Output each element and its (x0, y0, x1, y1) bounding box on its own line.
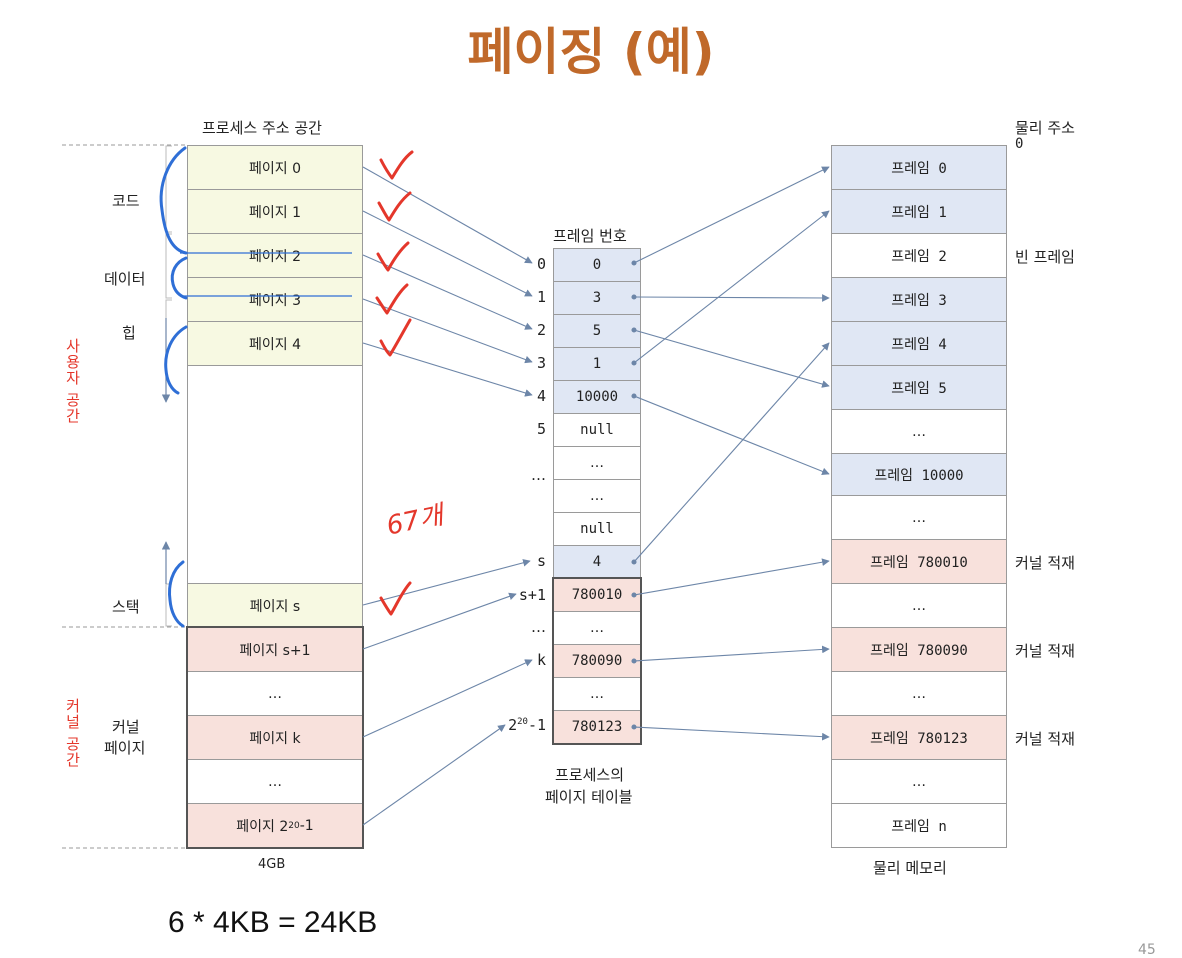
kernel-pages-label-1: 커널 (112, 718, 140, 736)
pt-entry: … (553, 446, 641, 480)
pt-index: 3 (536, 354, 546, 372)
address-space-size: 4GB (258, 857, 286, 872)
pt-entry: null (553, 413, 641, 447)
frame: 프레임 780123 (831, 715, 1007, 760)
pt-index: 4 (536, 387, 546, 405)
dashed-guides (62, 144, 187, 849)
page-to-table-arrows (362, 166, 533, 826)
page-1: 페이지 1 (187, 189, 363, 234)
kernel-loaded-label: 커널 적재 (1015, 554, 1075, 572)
user-space-label: 사 용 자 공 간 (64, 338, 82, 424)
pt-entry: 10000 (553, 380, 641, 414)
pt-index-last-sup: 20 (517, 717, 528, 727)
stack-label: 스택 (112, 598, 140, 616)
blue-braces (159, 146, 188, 628)
kernel-space-char: 공 (66, 735, 80, 753)
frame: 프레임 2 (831, 233, 1007, 278)
kernel-loaded-label: 커널 적재 (1015, 730, 1075, 748)
kernel-pages-label-2: 페이지 (104, 739, 146, 757)
process-space-header: 프로세스 주소 공간 (202, 119, 322, 137)
frame: … (831, 495, 1007, 540)
frame: 프레임 0 (831, 145, 1007, 190)
frame: 프레임 4 (831, 321, 1007, 366)
table-to-frame-arrows (631, 166, 830, 741)
pt-index: … (531, 466, 546, 484)
page-k: 페이지 k (187, 715, 363, 760)
kernel-space-char: 널 (66, 713, 80, 731)
frame: 프레임 10000 (831, 453, 1007, 496)
page-table-caption-1: 프로세스의 (555, 766, 625, 784)
heap-label: 힙 (122, 324, 136, 342)
empty-frame-label: 빈 프레임 (1015, 248, 1075, 266)
physical-memory-caption: 물리 메모리 (873, 859, 947, 877)
user-space-char: 용 (66, 353, 80, 371)
slide-number: 45 (1138, 942, 1156, 958)
pt-entry: 3 (553, 281, 641, 315)
kernel-space-label: 커 널 공 간 (64, 698, 82, 768)
kernel-loaded-label: 커널 적재 (1015, 642, 1075, 660)
frame-number-header: 프레임 번호 (553, 227, 627, 245)
frame: … (831, 759, 1007, 804)
pt-entry: … (553, 479, 641, 513)
pt-index: 5 (536, 420, 546, 438)
page-s-plus-1: 페이지 s+1 (187, 627, 363, 672)
footnote-calculation: 6 * 4KB = 24KB (168, 906, 378, 939)
user-space-char: 자 (66, 369, 80, 387)
kernel-space-char: 커 (66, 697, 80, 715)
unused-address-space (187, 365, 363, 584)
page-title: 페이징 (예) (467, 23, 715, 81)
frame: … (831, 409, 1007, 454)
data-label: 데이터 (104, 270, 146, 288)
pt-index-last: 220-1 (496, 716, 546, 734)
page-0: 페이지 0 (187, 145, 363, 190)
pt-entry: 0 (553, 248, 641, 282)
physical-address-zero: 0 (1015, 136, 1024, 152)
page-ellipsis: … (187, 671, 363, 716)
page-s: 페이지 s (187, 583, 363, 628)
frame: … (831, 583, 1007, 628)
pt-index: … (531, 618, 546, 636)
physical-address-header: 물리 주소 (1015, 119, 1075, 137)
pt-index: 0 (536, 255, 546, 273)
pt-index-last-prefix: 2 (508, 716, 518, 734)
red-check-marks (375, 150, 414, 616)
pt-index: 1 (536, 288, 546, 306)
page-ellipsis: … (187, 759, 363, 804)
pt-entry: 5 (553, 314, 641, 348)
pt-index: 2 (536, 321, 546, 339)
frame: 프레임 1 (831, 189, 1007, 234)
page-last-prefix: 페이지 2 (236, 818, 289, 835)
frame: 프레임 5 (831, 365, 1007, 410)
page-table-caption-2: 페이지 테이블 (545, 788, 633, 806)
code-label: 코드 (112, 192, 140, 210)
frame: 프레임 780090 (831, 627, 1007, 672)
page-3: 페이지 3 (187, 277, 363, 322)
blue-strike-lines (180, 252, 352, 297)
pt-index: s (536, 552, 546, 570)
pt-index-last-suffix: -1 (527, 716, 546, 734)
kernel-space-char: 간 (66, 751, 80, 769)
pt-index: k (536, 651, 546, 669)
pt-entry: … (553, 677, 641, 711)
user-space-char: 공 (66, 391, 80, 409)
page-last-suffix: -1 (299, 817, 314, 834)
page-4: 페이지 4 (187, 321, 363, 366)
frame: 프레임 n (831, 803, 1007, 848)
page-last-sup: 20 (288, 820, 300, 831)
pt-index: s+1 (518, 586, 546, 604)
user-space-char: 간 (66, 407, 80, 425)
user-space-char: 사 (66, 337, 80, 355)
